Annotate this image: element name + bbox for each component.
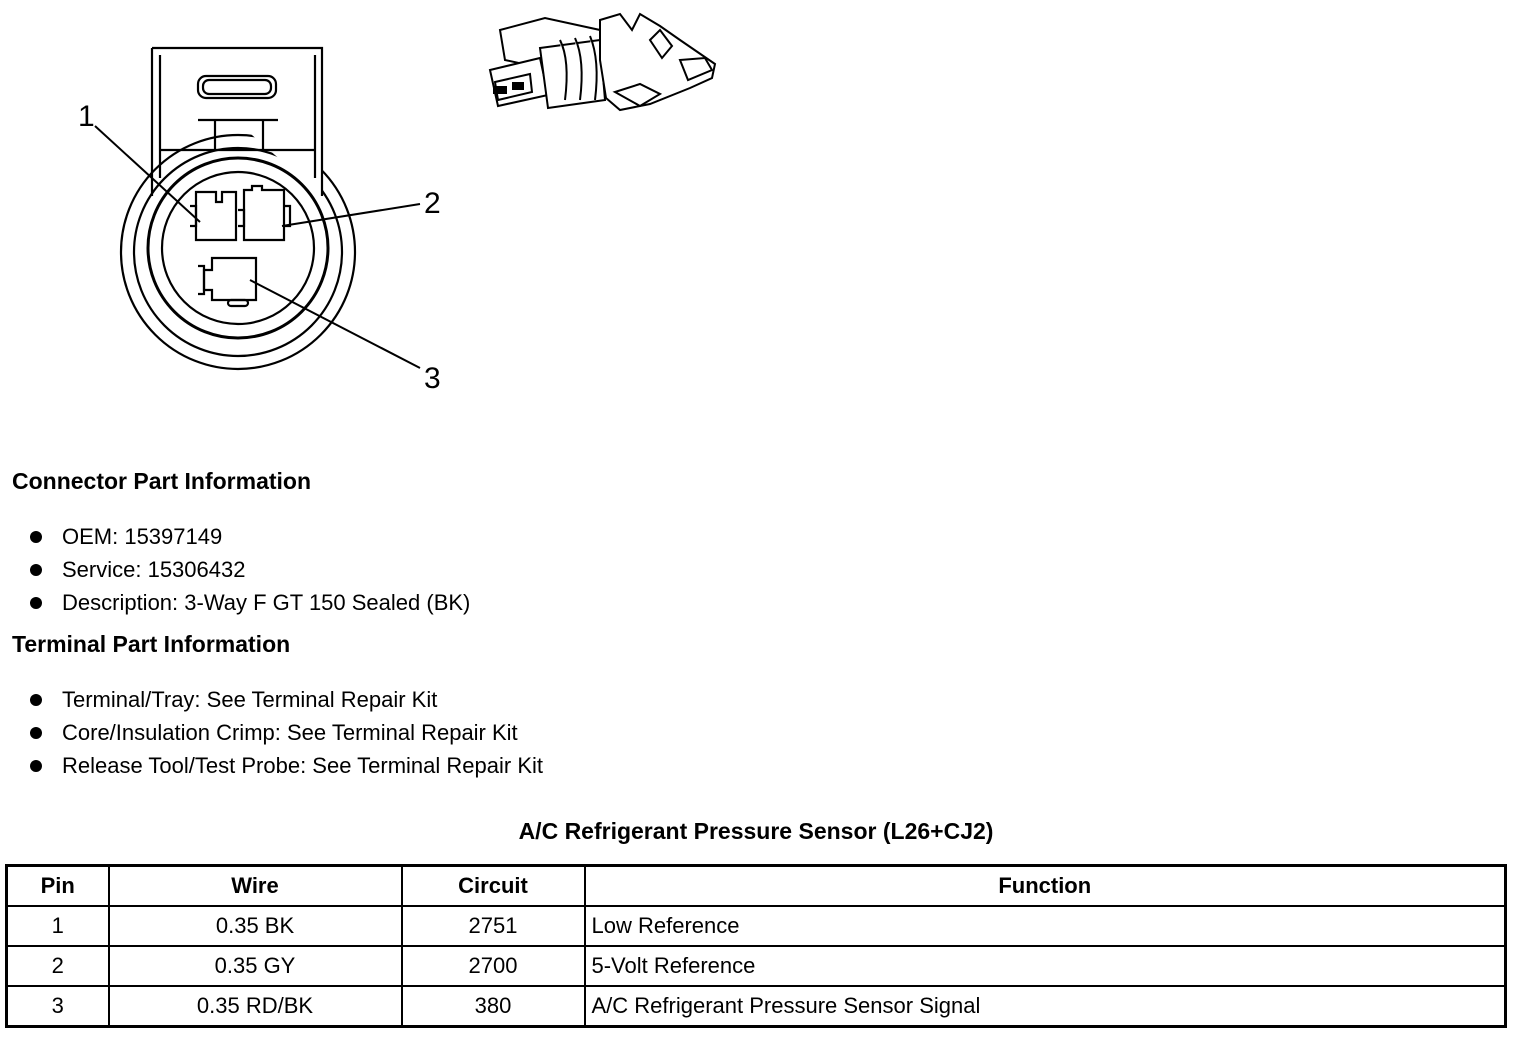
pin-cell: 3 (5, 985, 110, 1028)
bullet-icon (30, 760, 42, 772)
column-header-pin: Pin (5, 864, 110, 907)
list-item: Description: 3-Way F GT 150 Sealed (BK) (30, 586, 470, 619)
bullet-icon (30, 531, 42, 543)
callout-3: 3 (424, 362, 441, 395)
list-item-text: Service: 15306432 (62, 557, 246, 582)
pin-table-title: A/C Refrigerant Pressure Sensor (L26+CJ2… (518, 818, 994, 844)
list-item: OEM: 15397149 (30, 520, 470, 553)
column-header-circuit: Circuit (400, 864, 586, 907)
pin-cell: 1 (5, 905, 110, 947)
bullet-icon (30, 727, 42, 739)
pin-cell: 2 (5, 945, 110, 987)
list-item-text: Release Tool/Test Probe: See Terminal Re… (62, 753, 543, 778)
bullet-icon (30, 597, 42, 609)
terminal-info-list: Terminal/Tray: See Terminal Repair Kit C… (30, 683, 543, 782)
table-row: 1 0.35 BK 2751 Low Reference (5, 905, 1507, 947)
pin-table: Pin Wire Circuit Function 1 0.35 BK 2751… (5, 864, 1507, 1028)
table-header-row: Pin Wire Circuit Function (5, 864, 1507, 907)
table-row: 2 0.35 GY 2700 5-Volt Reference (5, 945, 1507, 987)
bullet-icon (30, 564, 42, 576)
list-item: Core/Insulation Crimp: See Terminal Repa… (30, 716, 543, 749)
circuit-cell: 2751 (400, 905, 586, 947)
connector-info-heading: Connector Part Information (12, 468, 312, 494)
circuit-cell: 2700 (400, 945, 586, 987)
list-item-text: OEM: 15397149 (62, 524, 223, 549)
list-item-text: Description: 3-Way F GT 150 Sealed (BK) (62, 590, 471, 615)
list-item-text: Core/Insulation Crimp: See Terminal Repa… (62, 720, 518, 745)
list-item: Service: 15306432 (30, 553, 470, 586)
column-header-wire: Wire (107, 864, 403, 907)
list-item: Terminal/Tray: See Terminal Repair Kit (30, 683, 543, 716)
function-cell: Low Reference (583, 905, 1507, 947)
callout-1: 1 (78, 100, 95, 133)
bullet-icon (30, 694, 42, 706)
list-item: Release Tool/Test Probe: See Terminal Re… (30, 749, 543, 782)
function-cell: A/C Refrigerant Pressure Sensor Signal (583, 985, 1507, 1028)
column-header-function: Function (583, 864, 1507, 907)
wire-cell: 0.35 RD/BK (107, 985, 403, 1028)
callout-2: 2 (424, 187, 441, 220)
wire-cell: 0.35 BK (107, 905, 403, 947)
circuit-cell: 380 (400, 985, 586, 1028)
list-item-text: Terminal/Tray: See Terminal Repair Kit (62, 687, 438, 712)
wire-cell: 0.35 GY (107, 945, 403, 987)
function-cell: 5-Volt Reference (583, 945, 1507, 987)
terminal-info-heading: Terminal Part Information (12, 631, 291, 657)
connector-info-list: OEM: 15397149 Service: 15306432 Descript… (30, 520, 470, 619)
table-row: 3 0.35 RD/BK 380 A/C Refrigerant Pressur… (5, 985, 1507, 1028)
